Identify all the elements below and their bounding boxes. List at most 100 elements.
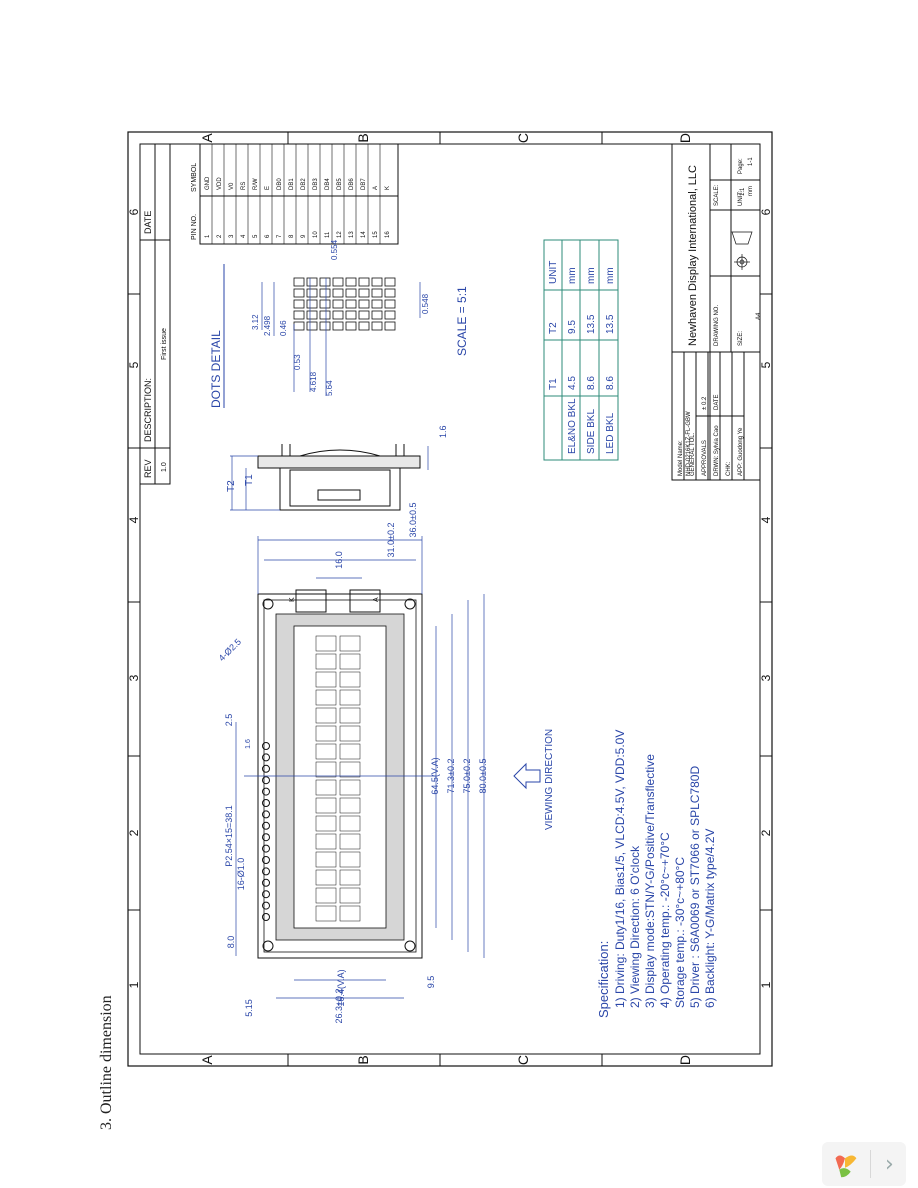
- thickness-cell: EL&NO BKL: [567, 398, 578, 454]
- pin-symbol-cell: K: [385, 186, 391, 190]
- pin-hole: [262, 810, 270, 819]
- zone-number-left-5: 5: [127, 361, 141, 368]
- side-dim-t1: T1: [244, 474, 255, 486]
- dot-cell: [358, 277, 370, 287]
- pin-symbol-cell: DB6: [349, 178, 355, 190]
- side-dim-t2: T2: [226, 480, 237, 492]
- character-cell: [315, 815, 337, 832]
- dot-cell: [332, 277, 344, 287]
- zone-number-left-3: 3: [127, 674, 141, 681]
- thickness-cell: mm: [567, 267, 578, 284]
- dots-dim-046: 0.46: [279, 320, 288, 336]
- character-cell: [339, 635, 361, 652]
- pin-hole: [262, 867, 270, 876]
- dim-bottom-515: 5.15: [244, 999, 254, 1017]
- dots-dim-312: 3.12: [251, 314, 260, 330]
- unit-value: mm: [748, 186, 754, 196]
- approved-label: APP: Guodong Ye: [738, 427, 744, 476]
- dot-cell: [332, 321, 344, 331]
- specification: Specification: 1) Driving: Duty1/16, Bia…: [596, 730, 717, 1018]
- character-cell: [315, 707, 337, 724]
- unit-label: UNIT:: [738, 191, 744, 206]
- character-cell: [315, 887, 337, 904]
- drawn-label: DRWN: Sylvia Cao: [714, 425, 720, 476]
- pin-no-cell: 16: [385, 231, 391, 238]
- thickness-cell: LED BKL: [605, 412, 616, 454]
- thickness-cell: 13.5: [605, 314, 616, 334]
- character-cell: [339, 761, 361, 778]
- pin-hole: [262, 901, 270, 910]
- dot-cell: [345, 321, 357, 331]
- zone-letter-top-a: A: [199, 133, 215, 143]
- thickness-cell: T2: [548, 322, 559, 334]
- character-cell: [339, 689, 361, 706]
- pin-hole: [262, 856, 270, 864]
- thickness-cell: 8.6: [586, 376, 597, 390]
- pin-label-a: A: [373, 597, 380, 602]
- zone-number-right-6: 6: [759, 208, 773, 215]
- character-cell: [315, 671, 337, 688]
- dim-right-71: 71.3±0.2: [446, 759, 456, 794]
- character-cell: [339, 887, 361, 904]
- dot-cell: [306, 277, 318, 287]
- zone-number-left-4: 4: [127, 516, 141, 523]
- pin-symbol-cell: GND: [205, 176, 211, 190]
- pin-hole: [262, 844, 270, 853]
- spec-item-2: 2) Viewing Direction: 6 O'clock: [628, 845, 642, 1008]
- dot-cell: [371, 277, 383, 287]
- character-cell: [339, 815, 361, 832]
- pin-label-k: K: [289, 597, 296, 602]
- approvals-label: APPROVALS: [702, 440, 708, 476]
- pin-no-cell: 1: [205, 234, 211, 238]
- pin-hole: [262, 833, 270, 842]
- next-page-chevron-icon[interactable]: ›: [885, 1151, 894, 1177]
- dot-cell: [319, 288, 331, 298]
- pin-hole: [262, 753, 270, 762]
- spec-item-5: 5) Driver : S6A0069 or ST7066 or SPLC780…: [688, 766, 702, 1008]
- dot-cell: [306, 310, 318, 320]
- page-navigator: ›: [822, 1142, 906, 1186]
- viewing-arrow-icon: [513, 762, 541, 790]
- character-cell: [315, 725, 337, 742]
- zone-number-right-3: 3: [759, 674, 773, 681]
- dots-detail-title: DOTS DETAIL: [209, 330, 223, 408]
- side-view: T2 T1 1.6: [226, 425, 448, 511]
- size-value: A4: [756, 312, 762, 320]
- date-header: DATE: [143, 211, 153, 234]
- pin-hole: [262, 742, 270, 750]
- zone-letter-bottom-d: D: [677, 1055, 693, 1065]
- pin-no-cell: 14: [361, 231, 367, 238]
- dot-cell: [358, 321, 370, 331]
- dots-dim-2498: 2.498: [263, 315, 272, 336]
- dot-cell: [332, 310, 344, 320]
- outer-frame: [127, 131, 773, 1067]
- dot-cell: [384, 310, 396, 320]
- pin-symbol-cell: A: [373, 186, 379, 190]
- dim-right-va: 64.5(V.A): [430, 757, 440, 794]
- projection-symbol-icon: [731, 231, 753, 270]
- dot-cell: [384, 277, 396, 287]
- dot-cell: [371, 310, 383, 320]
- pin-symbol-cell: V0: [229, 182, 235, 190]
- pin-symbol-cell: DB4: [325, 178, 331, 190]
- zone-number-left-2: 2: [127, 829, 141, 836]
- dot-cell: [306, 288, 318, 298]
- dot-cell: [332, 299, 344, 309]
- thickness-cell: 9.5: [567, 320, 578, 334]
- side-dim-pitch: 1.6: [438, 425, 448, 438]
- dot-cell: [306, 299, 318, 309]
- viewing-direction-label: VIEWING DIRECTION: [544, 729, 555, 830]
- dot-cell: [293, 299, 305, 309]
- tolerance-label: GENERAL TOL.: [690, 432, 696, 476]
- front-view: K A: [257, 589, 423, 959]
- pin-no-cell: 15: [373, 231, 379, 238]
- zone-letter-bottom-b: B: [355, 1055, 371, 1064]
- dot-cell: [332, 288, 344, 298]
- character-cell: [315, 635, 337, 652]
- dim-right-75: 75.0±0.2: [462, 759, 472, 794]
- zone-number-left-1: 1: [127, 981, 141, 988]
- spec-title: Specification:: [596, 941, 611, 1018]
- pin-hole: [262, 764, 270, 773]
